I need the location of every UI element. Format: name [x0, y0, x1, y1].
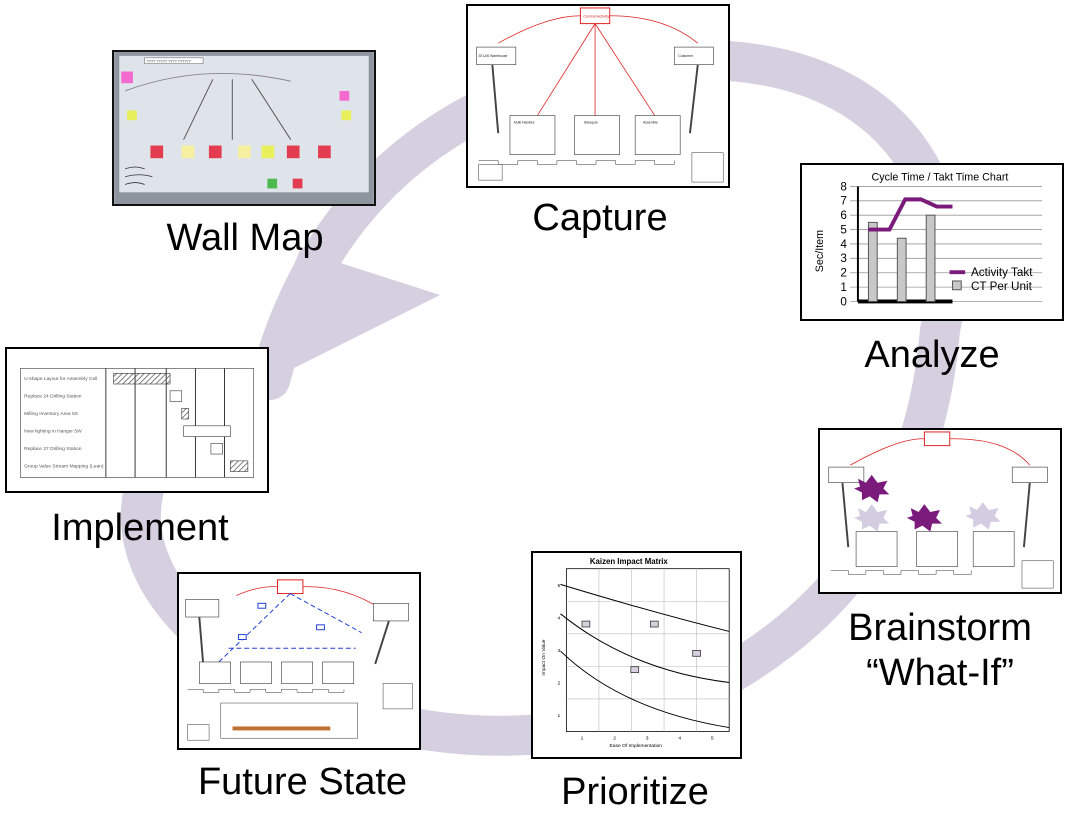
matrix-title: Kaizen Impact Matrix: [590, 557, 669, 566]
matrix-frame: [565, 568, 730, 732]
y-tick-label: 5: [840, 223, 847, 236]
ct-bar: [896, 237, 907, 302]
gantt-bar: [169, 390, 183, 402]
y-tick-label: 4: [840, 238, 847, 251]
y-tick-label: 2: [840, 267, 847, 280]
capture-map: Control Activity ATLAS Warehouse Custome…: [466, 4, 730, 188]
stage-label-capture: Capture: [532, 197, 668, 239]
matrix-x-tick: 3: [646, 735, 649, 741]
impact-curve-mid: [560, 613, 730, 683]
chart-ylabel: Sec/Item: [814, 230, 826, 272]
impact-curve-high: [560, 583, 730, 632]
stage-label-brainstorm: Brainstorm: [848, 607, 1032, 649]
ct-bar: [867, 221, 878, 302]
gantt-task: Replace 24 Drilling Station: [24, 394, 82, 400]
gantt-task: Milling Inventory Area 5S: [24, 411, 79, 417]
impact-curve-low: [560, 650, 730, 729]
legend-ct: CT Per Unit: [971, 280, 1033, 293]
matrix-x-tick: 1: [581, 735, 584, 741]
matrix-y-tick: 5: [558, 583, 561, 589]
y-tick-label: 1: [840, 281, 847, 294]
implement-gantt: U-shape Layout for Assembly Cell Replace…: [5, 347, 269, 493]
svg-text:Bleaqure: Bleaqure: [584, 120, 598, 124]
kaizen-point: [649, 620, 659, 628]
svg-text:Assemble: Assemble: [643, 120, 658, 124]
y-tick-label: 8: [840, 180, 847, 193]
legend-takt: Activity Takt: [971, 266, 1033, 279]
svg-text:???? ????? ???? ??????: ???? ????? ???? ??????: [147, 59, 192, 64]
matrix-xlabel: Ease Of Implementation: [610, 743, 663, 749]
kaizen-point: [630, 666, 640, 673]
future-state-map: [177, 572, 421, 750]
y-tick-label: 7: [840, 195, 847, 208]
wall-map-image: ???? ????? ???? ??????: [115, 52, 373, 204]
y-tick-label: 6: [840, 209, 847, 222]
svg-text:Multi Handles: Multi Handles: [514, 120, 535, 124]
gantt-task: New lighting in Hanger 5W: [24, 429, 82, 435]
stage-label-analyze: Analyze: [864, 334, 1000, 376]
stage-label-future-state: Future State: [197, 761, 408, 803]
stage-label-brainstorm-line2: “What-If”: [866, 652, 1014, 694]
matrix-ylabel: Impact On Value: [541, 639, 547, 675]
gantt-task: U-shape Layout for Assembly Cell: [24, 376, 97, 382]
gantt-bar: [113, 373, 171, 385]
gantt-bar: [181, 408, 189, 420]
y-tick-label: 3: [840, 252, 847, 265]
takt-line: [868, 197, 953, 232]
svg-text:Control Activity: Control Activity: [583, 14, 609, 19]
brainstorm-map: [818, 428, 1062, 594]
kaizen-point: [692, 650, 701, 657]
matrix-y-tick: 3: [558, 648, 561, 654]
matrix-y-tick: 2: [558, 681, 561, 687]
matrix-x-tick: 4: [678, 735, 681, 741]
stage-label-prioritize: Prioritize: [561, 771, 709, 813]
stage-label-implement: Implement: [51, 507, 229, 549]
gantt-bar: [230, 460, 249, 472]
matrix-y-tick: 1: [558, 713, 561, 719]
wall-map-photo: ???? ????? ???? ??????: [112, 50, 376, 206]
svg-text:ATLAS Warehouse: ATLAS Warehouse: [479, 54, 508, 58]
ct-bar: [925, 214, 936, 302]
chart-title: Cycle Time / Takt Time Chart: [872, 172, 1009, 184]
impact-matrix: Kaizen Impact Matrix 1 2 3 4 5 1 2 3 4 5 Ease Of …: [531, 551, 742, 759]
matrix-x-tick: 2: [613, 735, 616, 741]
gantt-bar: [210, 443, 223, 455]
matrix-y-tick: 4: [558, 615, 561, 621]
legend-ct-swatch: [951, 280, 962, 291]
matrix-x-tick: 5: [711, 735, 714, 741]
gantt-task: Replace 27 Drilling Station: [24, 446, 82, 452]
y-tick-label: 0: [840, 295, 847, 308]
kaizen-point: [581, 620, 591, 628]
gantt-task: Group Value Stream Mapping (Lean): [24, 464, 104, 470]
svg-text:Customer: Customer: [678, 54, 694, 58]
stage-label-wall-map: Wall Map: [166, 217, 324, 259]
gantt-bar: [183, 425, 231, 437]
